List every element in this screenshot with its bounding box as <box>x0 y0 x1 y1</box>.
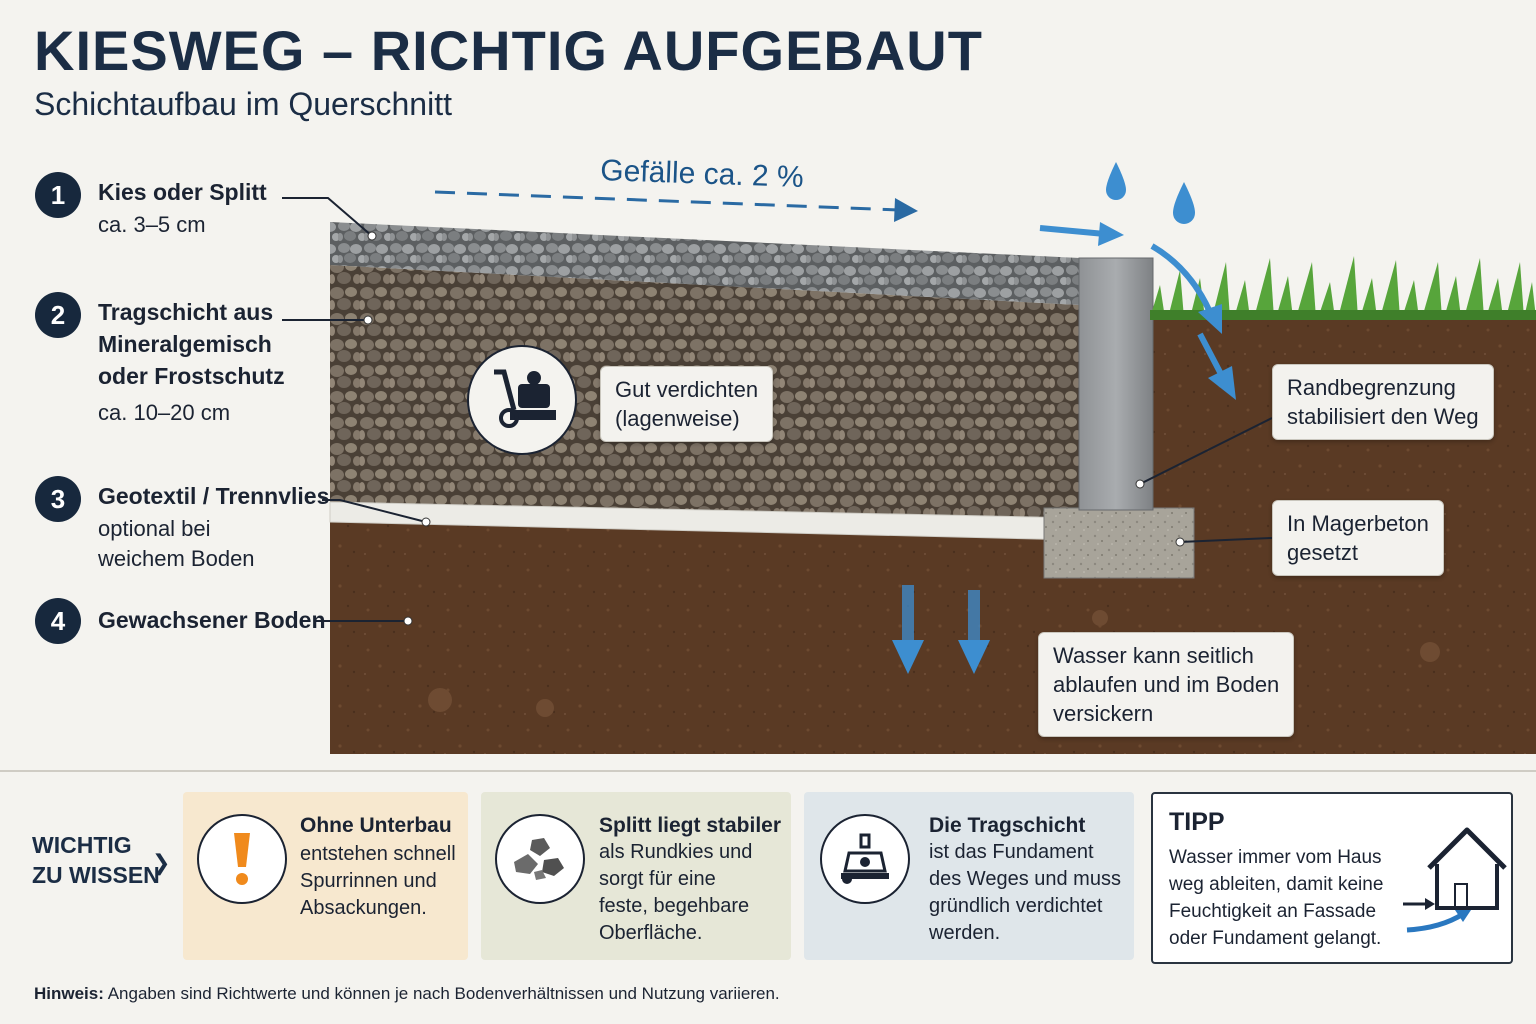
slope-arrow-line <box>434 190 901 212</box>
infiltration-arrow <box>902 585 914 645</box>
water-flow-arrowhead <box>1098 222 1124 246</box>
raindrop-icon <box>1173 182 1195 224</box>
slope-arrow-head <box>894 198 918 222</box>
info-heading: WICHTIG ZU WISSEN <box>32 832 160 888</box>
card-1-title: Ohne Unterbau <box>300 814 452 837</box>
compaction-callout: Gut verdichten (lagenweise) <box>600 366 774 442</box>
house-icon <box>1403 827 1507 933</box>
soil-pebble <box>1092 610 1108 626</box>
leader-line-layer-1 <box>282 197 373 237</box>
card-3-text: ist das Fundament des Weges und muss grü… <box>929 841 1121 944</box>
footnote-label: Hinweis: <box>34 984 104 1003</box>
exclamation-icon <box>197 814 287 904</box>
water-runoff-arrowhead <box>1198 304 1222 334</box>
layer-2-title: Tragschicht aus Mineralgemisch oder Fros… <box>98 299 285 389</box>
stones-icon <box>495 814 585 904</box>
water-seep-arrowhead <box>1208 366 1236 400</box>
concrete-footing <box>1043 507 1195 579</box>
water-flow-arrow <box>1039 225 1106 237</box>
grass <box>1150 256 1536 320</box>
tip-text: Wasser immer vom Haus weg ableiten, dami… <box>1169 847 1384 949</box>
slope-label: Gefälle ca. 2 % <box>600 154 804 194</box>
info-card-chippings: Splitt liegt stabiler als Rundkies und s… <box>481 792 791 960</box>
layer-3-number: 3 <box>35 476 81 522</box>
leader-dot <box>363 315 373 325</box>
leader-dot <box>367 231 377 241</box>
infiltration-arrow <box>968 590 980 645</box>
tip-title: TIPP <box>1169 808 1225 836</box>
water-runoff-arrow <box>1150 243 1213 314</box>
leader-line-concrete <box>1179 537 1273 543</box>
leader-dot <box>403 616 413 626</box>
layer-4-title: Gewachsener Boden <box>98 607 326 633</box>
card-3-title: Die Tragschicht <box>929 814 1086 837</box>
leader-dot <box>1175 537 1185 547</box>
section-divider <box>0 770 1536 772</box>
layer-3-detail: optional bei weichem Boden <box>98 516 255 571</box>
leader-dot <box>421 517 431 527</box>
layer-2-detail: ca. 10–20 cm <box>98 400 231 425</box>
card-1-text: entstehen schnell Spurrinnen und Absacku… <box>300 843 456 919</box>
gravel-layer <box>330 222 1080 305</box>
layer-4-number: 4 <box>35 598 81 644</box>
info-card-base-layer: Die Tragschicht ist das Fundament des We… <box>804 792 1134 960</box>
layer-1-detail: ca. 3–5 cm <box>98 212 206 237</box>
infiltration-arrowhead <box>892 640 924 674</box>
soil-pebble <box>536 699 554 717</box>
infiltration-arrowhead <box>958 640 990 674</box>
edge-callout: Randbegrenzung stabilisiert den Weg <box>1272 364 1494 440</box>
info-card-no-base: Ohne Unterbau entstehen schnell Spurrinn… <box>183 792 468 960</box>
footnote-text: Angaben sind Richtwerte und können je na… <box>103 984 780 1003</box>
water-callout: Wasser kann seitlich ablaufen und im Bod… <box>1038 632 1295 737</box>
water-seep-arrow <box>1197 332 1225 378</box>
layer-2-number: 2 <box>35 292 81 338</box>
soil-pebble <box>1420 642 1440 662</box>
card-2-text: als Rundkies und sorgt für eine feste, b… <box>599 841 753 944</box>
card-2-title: Splitt liegt stabiler <box>599 814 782 837</box>
leader-line-layer-3 <box>322 499 427 523</box>
chevron-right-icon: ❯ <box>152 850 171 875</box>
page-title: KIESWEG – RICHTIG AUFGEBAUT <box>34 19 983 82</box>
layer-3-title: Geotextil / Trennvlies <box>98 483 330 509</box>
footnote: Hinweis: Angaben sind Richtwerte und kön… <box>34 984 780 1004</box>
plate-compactor-icon <box>494 369 556 428</box>
plate-compactor-icon <box>820 814 910 904</box>
soil-pebble <box>428 688 452 712</box>
leader-dot <box>1135 479 1145 489</box>
page-subtitle: Schichtaufbau im Querschnitt <box>34 86 452 122</box>
layer-1-title: Kies oder Splitt <box>98 179 267 205</box>
curb-stone <box>1078 257 1154 511</box>
leader-line-edge <box>1139 417 1273 485</box>
tip-card: TIPP Wasser immer vom Haus weg ableiten,… <box>1151 792 1513 964</box>
layer-1-number: 1 <box>35 172 81 218</box>
raindrop-icon <box>1106 162 1126 200</box>
concrete-callout: In Magerbeton gesetzt <box>1272 500 1444 576</box>
